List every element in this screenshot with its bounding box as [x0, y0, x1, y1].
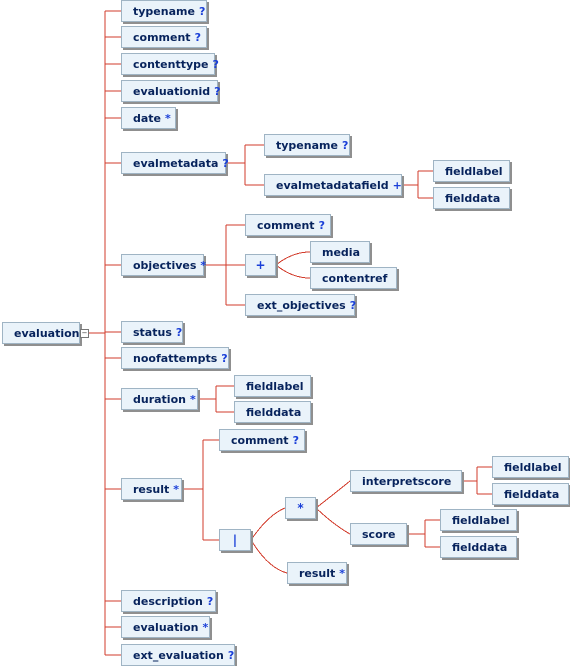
node-label: evalmetadatafield	[276, 178, 389, 192]
node-evaluation-child[interactable]: evaluation*	[121, 616, 210, 638]
node-label: description	[133, 594, 203, 608]
node-contentref[interactable]: contentref	[310, 267, 397, 289]
cardinality-optional: ?	[292, 433, 299, 447]
node-contenttype[interactable]: contenttype?	[121, 53, 219, 75]
node-label: evaluation	[14, 326, 80, 340]
node-label: interpretscore	[362, 474, 452, 488]
cardinality-optional: ?	[214, 84, 221, 98]
node-label: date	[133, 111, 162, 125]
node-label: media	[322, 245, 360, 259]
node-label: fielddata	[452, 540, 508, 554]
node-status[interactable]: status?	[121, 321, 183, 343]
compositor-symbol: |	[232, 533, 238, 547]
node-ext-evaluation[interactable]: ext_evaluation?	[121, 644, 235, 666]
node-label: comment	[133, 30, 191, 44]
cardinality-optional: ?	[206, 594, 214, 608]
choice-compositor-result[interactable]: |	[219, 529, 251, 551]
node-comment[interactable]: comment?	[121, 26, 207, 48]
node-label: duration	[133, 392, 186, 406]
node-comment-result[interactable]: comment?	[219, 429, 305, 451]
node-label: ext_evaluation	[133, 648, 224, 662]
cardinality-optional: ?	[349, 298, 357, 312]
compositor-symbol: +	[255, 258, 266, 272]
node-result-recursive[interactable]: result*	[287, 562, 347, 584]
node-label: fieldlabel	[504, 460, 562, 474]
sequence-compositor[interactable]: *	[285, 497, 316, 519]
cardinality-optional: ?	[175, 325, 183, 339]
cardinality-many: *	[173, 482, 180, 496]
node-evalmetadatafield[interactable]: evalmetadatafield+	[264, 174, 402, 196]
node-evaluationid[interactable]: evaluationid?	[121, 80, 221, 102]
node-label: comment	[257, 218, 315, 232]
cardinality-many: *	[200, 258, 207, 272]
node-label: contentref	[322, 271, 388, 285]
node-objectives[interactable]: objectives*	[121, 254, 207, 276]
node-fieldlabel-interpret[interactable]: fieldlabel	[492, 456, 569, 478]
cardinality-many: *	[189, 392, 196, 406]
node-date[interactable]: date*	[121, 107, 176, 129]
cardinality-optional: ?	[198, 4, 206, 18]
node-evalmetadata[interactable]: evalmetadata?	[121, 152, 229, 174]
node-label: fieldlabel	[246, 379, 304, 393]
node-fieldlabel-duration[interactable]: fieldlabel	[234, 375, 311, 397]
cardinality-many: *	[202, 620, 209, 634]
node-label: fieldlabel	[445, 164, 503, 178]
node-label: typename	[133, 4, 195, 18]
node-fielddata-duration[interactable]: fielddata	[234, 401, 311, 423]
node-fieldlabel-meta[interactable]: fieldlabel	[433, 160, 510, 182]
node-fieldlabel-score[interactable]: fieldlabel	[440, 509, 517, 531]
node-interpretscore[interactable]: interpretscore	[350, 470, 462, 492]
node-label: evaluationid	[133, 84, 211, 98]
node-label: result	[299, 566, 336, 580]
node-label: fielddata	[504, 487, 560, 501]
node-result[interactable]: result*	[121, 478, 182, 500]
node-evaluation-root[interactable]: evaluation	[2, 322, 80, 344]
node-label: evalmetadata	[133, 156, 219, 170]
node-typename-meta[interactable]: typename?	[264, 134, 350, 156]
node-comment-objectives[interactable]: comment?	[245, 214, 331, 236]
compositor-symbol: *	[297, 501, 304, 515]
node-label: result	[133, 482, 170, 496]
node-description[interactable]: description?	[121, 590, 216, 612]
cardinality-many: *	[339, 566, 346, 580]
node-label: fielddata	[445, 191, 501, 205]
node-label: objectives	[133, 258, 197, 272]
cardinality-optional: ?	[221, 351, 228, 365]
node-media[interactable]: media	[310, 241, 370, 263]
node-label: evaluation	[133, 620, 199, 634]
node-label: fieldlabel	[452, 513, 510, 527]
node-label: score	[362, 527, 396, 541]
node-label: typename	[276, 138, 338, 152]
node-fielddata-interpret[interactable]: fielddata	[492, 483, 569, 505]
choice-compositor[interactable]: +	[245, 254, 276, 276]
node-noofattempts[interactable]: noofattempts?	[121, 347, 229, 369]
node-label: fielddata	[246, 405, 302, 419]
cardinality-one-or-more: +	[392, 178, 402, 192]
node-label: comment	[231, 433, 289, 447]
cardinality-optional: ?	[194, 30, 201, 44]
cardinality-optional: ?	[212, 57, 219, 71]
node-fielddata-score[interactable]: fielddata	[440, 536, 517, 558]
node-label: status	[133, 325, 172, 339]
node-label: noofattempts	[133, 351, 218, 365]
node-ext-objectives[interactable]: ext_objectives?	[245, 294, 357, 316]
node-score[interactable]: score	[350, 523, 407, 545]
collapse-icon[interactable]: −	[80, 329, 89, 338]
node-label: ext_objectives	[257, 298, 346, 312]
node-fielddata-meta[interactable]: fielddata	[433, 187, 510, 209]
cardinality-optional: ?	[318, 218, 325, 232]
node-label: contenttype	[133, 57, 209, 71]
cardinality-many: *	[165, 111, 171, 125]
cardinality-optional: ?	[341, 138, 349, 152]
cardinality-optional: ?	[222, 156, 229, 170]
node-duration[interactable]: duration*	[121, 388, 198, 410]
node-typename[interactable]: typename?	[121, 0, 207, 22]
cardinality-optional: ?	[227, 648, 235, 662]
